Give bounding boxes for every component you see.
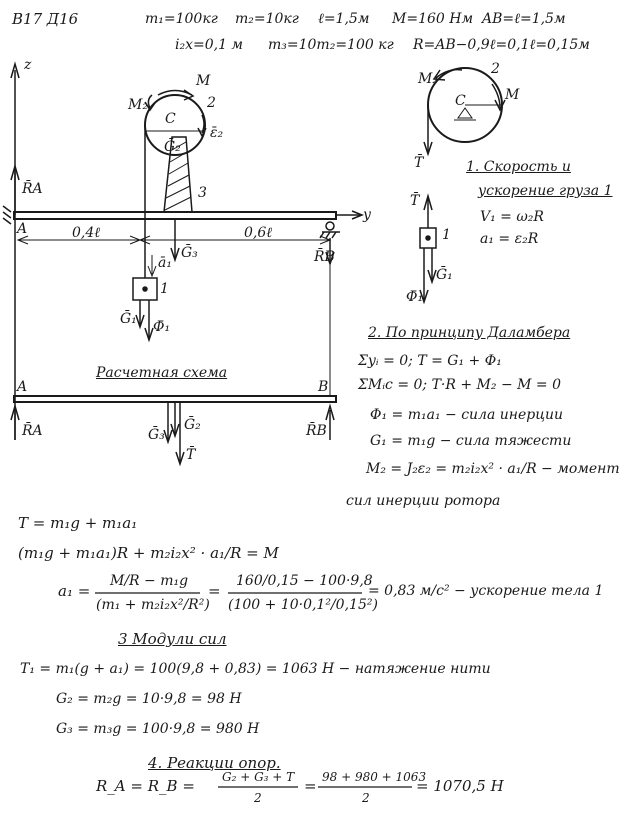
step2-title: 2. По принципу Даламбера [368, 325, 571, 341]
eps2-arc [201, 114, 205, 134]
calc-a1-denominator: (m₁ + m₂i₂x²/R²) [96, 597, 210, 613]
given-m2: m₂=10кг [235, 11, 299, 27]
step2-gravity: G₁ = m₁g − сила тяжести [370, 433, 572, 449]
label-side-phi1: Φ̄₁ [406, 289, 424, 305]
step2-rotor-moment-tail: сил инерции ротора [346, 493, 501, 509]
lower-beam [13, 395, 337, 403]
label-point-c: C [165, 111, 176, 127]
label-point-a: A [17, 221, 28, 237]
calc-a1-denominator-values: (100 + 10·0,1²/0,15²) [228, 597, 378, 613]
calc-a1-numerator: M/R − m₁g [110, 573, 189, 589]
calc-t1: T₁ = m₁(g + a₁) = 100(9,8 + 0,83) = 1063… [20, 661, 491, 677]
z-axis-arrow [10, 61, 20, 79]
step3-title: 3 Модули сил [118, 630, 227, 648]
label-phi1: Φ̄₁ [153, 319, 171, 335]
pedestal-body-3 [163, 136, 193, 213]
calc-tension: T = m₁g + m₁a₁ [18, 514, 138, 532]
step1-velocity: V₁ = ω₂R [480, 209, 544, 225]
label-lower-g2: Ḡ₂ [184, 417, 201, 433]
variant-label: В17 Д16 [12, 10, 79, 28]
calc-g3: G₃ = m₃g = 100·9,8 = 980 Н [56, 721, 260, 737]
body-1 [132, 277, 158, 301]
step2-rotor-moment: M₂ = J₂ε₂ = m₂i₂x² · a₁/R − момент [366, 461, 620, 477]
m2-arc [147, 94, 153, 109]
step2-eq-forces: Σyᵢ = 0; T = G₁ + Φ₁ [358, 353, 502, 369]
label-lower-ra: R̄A [22, 423, 43, 439]
calc-a1-result: = 0,83 м/с² − ускорение тела 1 [368, 583, 604, 599]
label-axis-z: z [24, 57, 32, 73]
label-body-1: 1 [160, 281, 169, 297]
step1-title-line2: ускорение груза 1 [478, 183, 613, 199]
label-side-body-2: 2 [491, 61, 500, 77]
label-rb: R̄B [314, 249, 335, 265]
label-body-2: 2 [207, 95, 216, 111]
label-side-m: M [505, 87, 520, 103]
rotor-2 [144, 94, 206, 156]
label-lower-b: B [318, 379, 329, 395]
y-axis-arrow [351, 210, 365, 220]
given-m1: m₁=100кг [145, 11, 218, 27]
calc-g2: G₂ = m₂g = 10·9,8 = 98 Н [56, 691, 242, 707]
calc-reaction-numerator-values: 98 + 980 + 1063 [322, 770, 427, 784]
label-eps2: ε̄₂ [210, 125, 224, 141]
given-r: R=AB−0,9ℓ=0,1ℓ=0,15м [413, 37, 590, 53]
calc-reaction-lhs: R_A = R_B = [96, 777, 195, 795]
label-dim-left: 0,4ℓ [72, 225, 101, 241]
label-body-3: 3 [198, 185, 207, 201]
label-dim-right: 0,6ℓ [244, 225, 273, 241]
given-m3: m₃=10m₂=100 кг [268, 37, 394, 53]
wall-support-a [2, 205, 12, 225]
label-side-g1: Ḡ₁ [436, 267, 453, 283]
calc-balance: (m₁g + m₁a₁)R + m₂i₂x² · a₁/R = M [18, 544, 279, 562]
label-lower-a: A [17, 379, 28, 395]
label-a1: ā₁ [158, 255, 172, 271]
step2-inertia: Φ₁ = m₁a₁ − сила инерции [370, 407, 564, 423]
label-side-body-1: 1 [442, 227, 451, 243]
calc-reaction-denominator-values: 2 [362, 791, 370, 805]
label-lower-t: T̄ [186, 447, 196, 463]
calc-reaction-result: = 1070,5 Н [416, 777, 504, 795]
label-ra: R̄A [22, 181, 43, 197]
calc-equals: = [208, 582, 221, 600]
label-side-t: T̄ [414, 155, 424, 171]
roller-support-b [319, 221, 340, 239]
label-g1: Ḡ₁ [120, 311, 137, 327]
step1-acceleration: a₁ = ε₂R [480, 231, 539, 247]
label-moment-m2: M₂ [128, 97, 148, 113]
label-lower-rb: R̄B [306, 423, 327, 439]
label-g2: Ḡ₂ [164, 139, 181, 155]
calc-reaction-equals: = [304, 777, 317, 795]
scheme-caption: Расчетная схема [96, 365, 228, 381]
beam-ab [13, 211, 337, 220]
given-ab: AB=ℓ=1,5м [482, 11, 566, 27]
calc-reaction-numerator: G₂ + G₃ + T [222, 770, 295, 784]
given-l: ℓ=1,5м [318, 11, 370, 27]
label-g3: Ḡ₃ [181, 245, 198, 261]
given-moment: M=160 Нм [392, 11, 474, 27]
step4-title: 4. Реакции опор. [148, 754, 281, 772]
step1-title-line1: 1. Скорость и [466, 159, 571, 175]
calc-a1-label: a₁ = [58, 582, 91, 600]
given-i2x: i₂x=0,1 м [175, 37, 244, 53]
pedestal-hatch [164, 141, 192, 211]
step2-eq-moments: ΣMᵢc = 0; T·R + M₂ − M = 0 [358, 377, 562, 393]
label-axis-y: y [363, 207, 371, 223]
label-side-m2: M₂ [418, 71, 438, 87]
label-moment-m: M [196, 73, 211, 89]
calc-a1-numerator-values: 160/0,15 − 100·9,8 [236, 573, 373, 589]
label-side-c: C [455, 93, 466, 109]
calc-reaction-denominator: 2 [254, 791, 262, 805]
side-body-1 [419, 227, 437, 249]
label-side-t2: T̄ [410, 193, 420, 209]
label-lower-g3: Ḡ₃ [148, 427, 165, 443]
